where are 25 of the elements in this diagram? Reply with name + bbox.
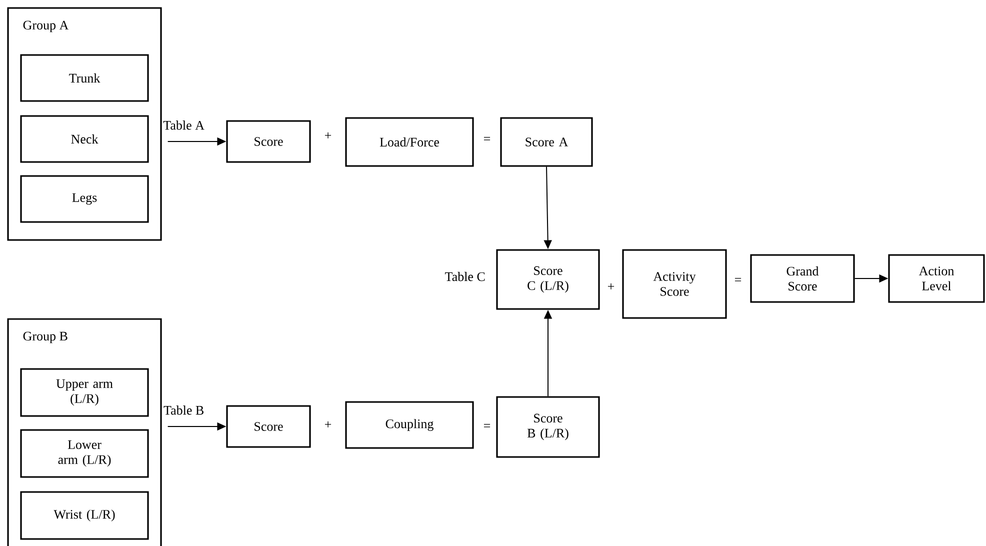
process-box: Coupling <box>345 401 474 449</box>
process-box: Score A <box>500 117 593 167</box>
process-box: Activity Score <box>622 249 727 319</box>
process-box: Score B (L/R) <box>496 396 600 458</box>
process-box: Trunk <box>20 54 149 102</box>
operator-sign: = <box>484 137 490 140</box>
table-label: Table C <box>445 272 485 282</box>
process-box: Legs <box>20 175 149 223</box>
process-box: Score C (L/R) <box>496 249 600 310</box>
operator-sign: + <box>324 132 332 138</box>
edge-label: Table A <box>163 120 204 130</box>
process-box: Upper arm (L/R) <box>20 368 149 417</box>
operator-sign: = <box>734 278 742 282</box>
process-box: Load/Force <box>345 117 474 167</box>
process-box: Neck <box>20 115 149 163</box>
process-box: Grand Score <box>750 254 855 303</box>
process-box: Lower arm (L/R) <box>20 429 149 478</box>
process-box: Score <box>226 120 311 163</box>
process-box: Wrist (L/R) <box>20 491 149 540</box>
operator-sign: = <box>484 424 490 428</box>
process-box: Score <box>226 405 311 448</box>
edge-label: Table B <box>164 406 204 415</box>
operator-sign: + <box>608 283 614 290</box>
process-box: Action Level <box>888 254 985 303</box>
operator-sign: + <box>324 421 332 428</box>
